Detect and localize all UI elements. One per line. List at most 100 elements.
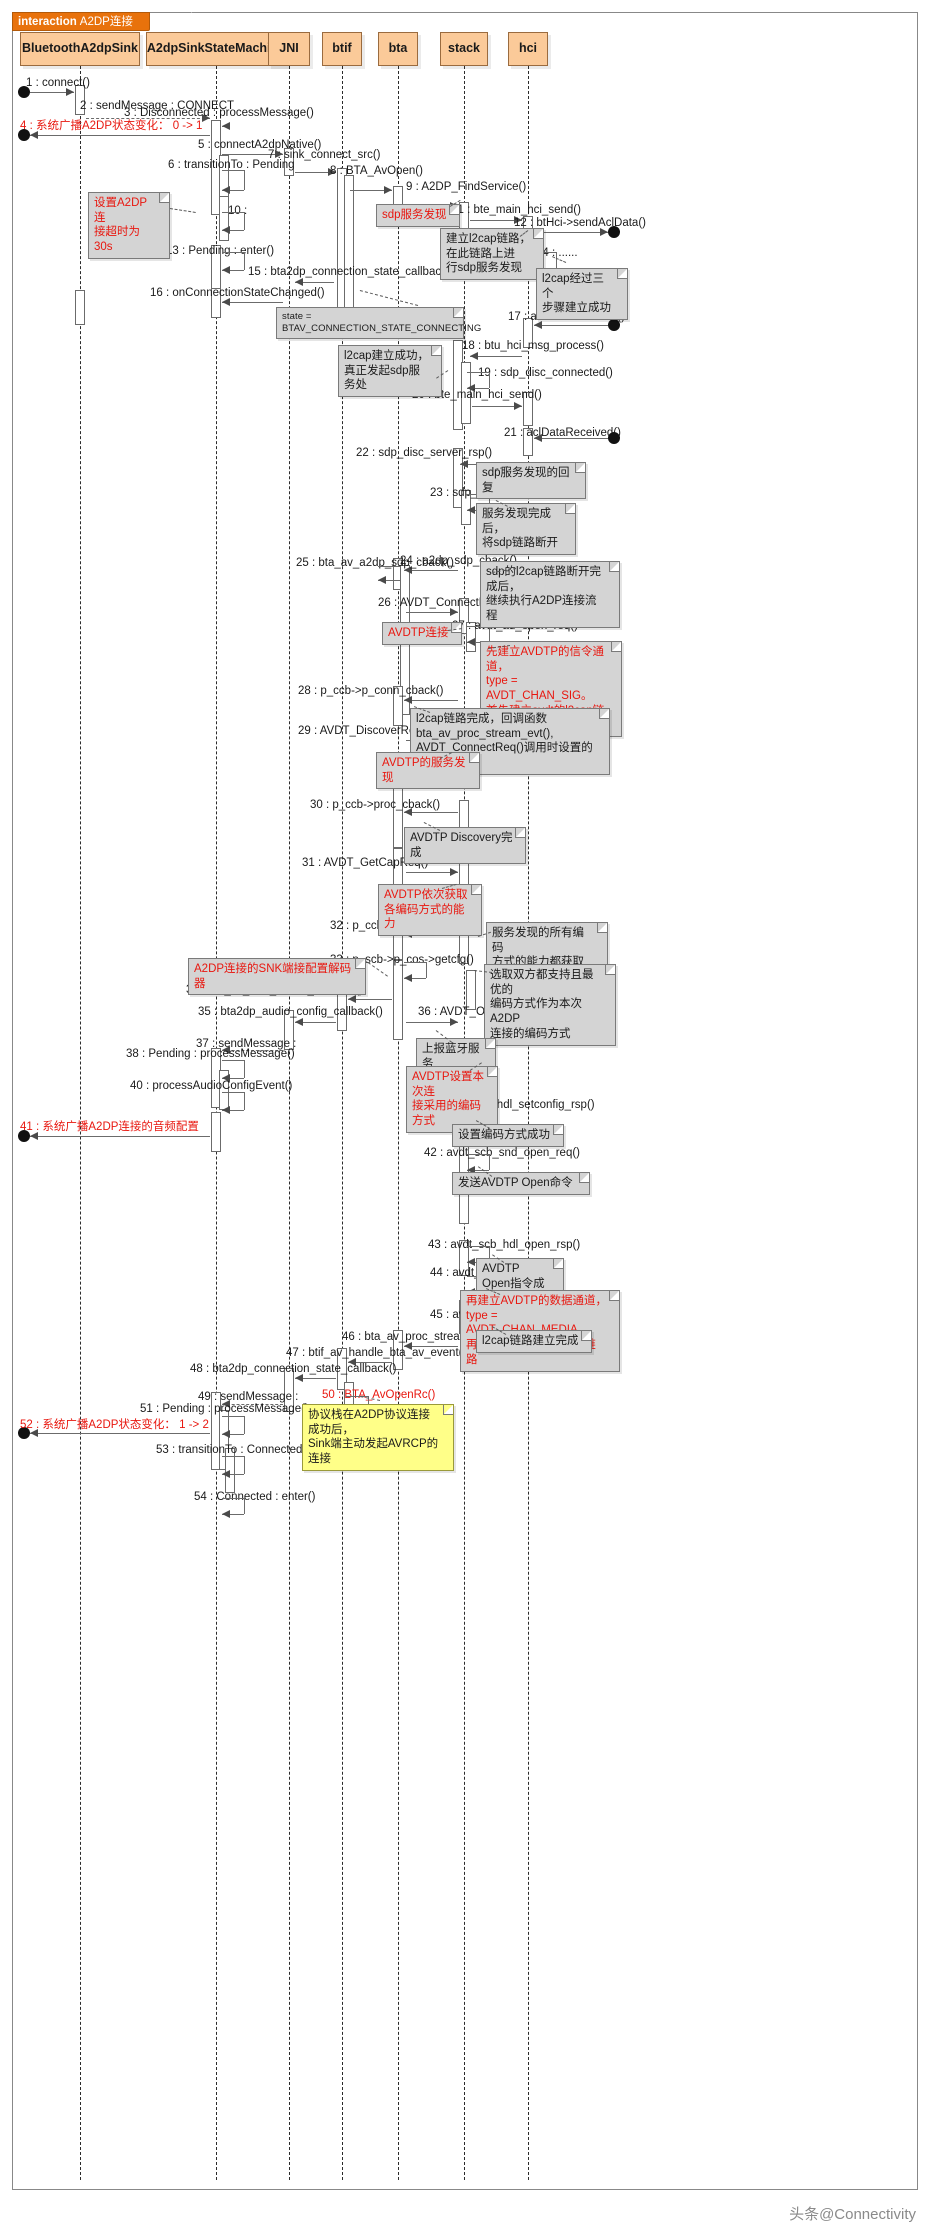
self-message-top <box>467 626 489 627</box>
note-fold-corner <box>553 1125 563 1135</box>
message-arrow <box>295 172 336 173</box>
note-timeout: 设置A2DP连 接超时为 30s <box>88 192 170 259</box>
note-fold-edge <box>355 959 365 969</box>
arrow-head <box>384 186 392 194</box>
message-arrow <box>222 302 283 303</box>
self-message-side <box>244 252 245 270</box>
arrow-head <box>30 1132 38 1140</box>
self-message-top <box>467 372 489 373</box>
self-message-top <box>222 1498 244 1499</box>
message-label-19: 19 : sdp_disc_connected() <box>478 367 613 379</box>
lifeline-label: A2dpSinkStateMachine <box>146 41 286 56</box>
note-fold-edge <box>453 308 463 318</box>
message-arrow <box>406 1022 458 1023</box>
note-fold-corner <box>443 1405 453 1415</box>
found-message-endpoint <box>18 1130 30 1142</box>
found-message-endpoint <box>18 86 30 98</box>
note-fold-corner <box>575 463 585 473</box>
note-fold-edge <box>553 1259 563 1269</box>
activation-bar <box>219 1410 229 1470</box>
note-fold-corner <box>449 205 459 215</box>
note-fold-corner <box>487 1067 497 1077</box>
message-label-16: 16 : onConnectionStateChanged() <box>150 287 325 299</box>
note-l2cap-sdp: 建立l2cap链路， 在此链路上进 行sdp服务发现 <box>440 228 544 281</box>
message-label-40: 40 : processAudioConfigEvent() <box>130 1080 293 1092</box>
message-label-28: 28 : p_ccb->p_conn_cback() <box>298 685 444 697</box>
activation-bar <box>453 448 463 508</box>
self-message-side <box>244 1456 245 1474</box>
note-text: AVDTP Discovery完成 <box>410 832 513 859</box>
note-fold-edge <box>617 269 627 279</box>
message-arrow <box>404 700 458 701</box>
arrow-head <box>404 696 412 704</box>
message-label-8: 8 : BTA_AvOpen() <box>330 165 423 177</box>
note-fold-corner <box>533 229 543 239</box>
note-fold-edge <box>599 709 609 719</box>
lifeline-axis-bta <box>398 66 399 2180</box>
arrow-head <box>404 1342 412 1350</box>
message-arrow <box>30 92 74 93</box>
arrow-head <box>467 384 475 392</box>
lifeline-label: hci <box>518 41 538 56</box>
found-message-endpoint <box>608 319 620 331</box>
note-text: AVDTP连接 <box>388 627 449 639</box>
lifeline-axis-sink <box>80 66 81 2180</box>
activation-bar <box>466 622 476 652</box>
self-message-top <box>378 566 400 567</box>
note-text: AVDTP依次获取 各编码方式的能力 <box>384 889 468 931</box>
arrow-head <box>348 995 356 1003</box>
self-message-side <box>244 1092 245 1110</box>
message-arrow <box>472 406 522 407</box>
activation-bar <box>337 1348 347 1390</box>
message-arrow <box>534 232 608 233</box>
note-fold-corner <box>597 923 607 933</box>
watermark: 头条@Connectivity <box>789 2206 916 2223</box>
note-sdp-disc: 服务发现完成后， 将sdp链路断开 <box>476 503 576 556</box>
message-arrow <box>30 1136 210 1137</box>
arrow-head <box>222 1430 230 1438</box>
note-fold-edge <box>431 346 441 356</box>
message-arrow <box>295 282 334 283</box>
activation-bar <box>523 392 533 426</box>
message-label-38: 38 : Pending : processMessage() <box>126 1048 295 1060</box>
note-fold-edge <box>553 1125 563 1135</box>
note-state: state = BTAV_CONNECTION_STATE_CONNECTING <box>276 307 481 340</box>
note-avdtp-set: AVDTP设置本次连 接采用的编码方式 <box>406 1066 498 1133</box>
note-getcap: AVDTP依次获取 各编码方式的能力 <box>378 884 482 937</box>
found-message-endpoint <box>608 226 620 238</box>
arrow-head <box>460 460 468 468</box>
message-label-26: 26 : AVDT_ConnectReq() <box>378 597 508 609</box>
note-fold-corner <box>471 885 481 895</box>
message-arrow <box>30 135 210 136</box>
message-label-15: 15 : bta2dp_connection_state_callback() <box>248 266 455 278</box>
activation-bar <box>459 800 469 830</box>
activation-bar <box>523 428 533 456</box>
frame-keyword: interaction <box>18 16 77 28</box>
arrow-head <box>295 278 303 286</box>
arrow-head <box>295 1374 303 1382</box>
message-label-6: 6 : transitionTo : Pending <box>168 159 295 171</box>
arrow-head <box>222 1106 230 1114</box>
arrow-head <box>450 608 458 616</box>
note-fold-edge <box>485 1039 495 1049</box>
message-arrow <box>534 438 608 439</box>
note-l2cap-fin: l2cap链路建立完成 <box>476 1330 592 1353</box>
lifeline-axis-hci <box>528 66 529 2180</box>
self-message-bottom <box>467 1170 489 1171</box>
lifeline-axis-btif <box>342 66 343 2180</box>
note-fold-edge <box>581 1331 591 1341</box>
self-message-side <box>400 566 401 580</box>
self-message-bottom <box>222 270 244 271</box>
lifeline-label: bta <box>388 41 408 56</box>
self-message-side <box>489 1154 490 1170</box>
self-message-bottom <box>222 190 244 191</box>
message-arrow <box>404 812 458 813</box>
found-message-endpoint <box>18 1427 30 1439</box>
message-arrow <box>86 118 210 119</box>
note-text: 协议栈在A2DP协议连接成功后， Sink端主动发起AVRCP的连接 <box>308 1409 439 1466</box>
message-label-13: 13 : Pending : enter() <box>166 245 275 257</box>
message-arrow <box>348 999 392 1000</box>
message-label-47: 47 : btif_av_handle_bta_av_event() <box>286 1347 467 1359</box>
lifeline-label: BluetoothA2dpSink <box>22 41 138 56</box>
